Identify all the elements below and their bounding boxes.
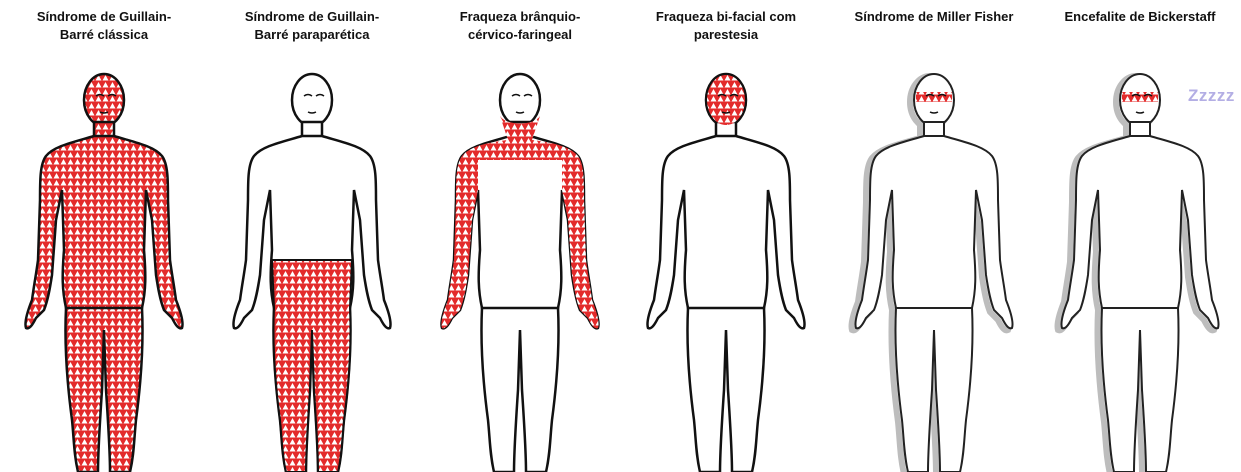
- panel-title: Síndrome de Guillain- Barré clássica: [4, 8, 204, 44]
- body-figure-neck-arms-affected: [420, 60, 620, 472]
- panel-bickerstaff: Encefalite de Bickerstaff Zzzzz: [1040, 0, 1240, 472]
- panel-paraparetic-gbs: Síndrome de Guillain- Barré paraparética: [212, 0, 412, 472]
- panel-bifacial-weakness: Fraqueza bi-facial com parestesia: [626, 0, 826, 472]
- body-figure-face-affected: [626, 60, 826, 472]
- panel-miller-fisher: Síndrome de Miller Fisher: [834, 0, 1034, 472]
- panel-title: Fraqueza brânquio- cérvico-faringeal: [420, 8, 620, 44]
- affected-region-eyes: [916, 92, 952, 102]
- body-figure-eyes-affected-ghost: [834, 60, 1034, 472]
- panel-title: Síndrome de Guillain- Barré paraparética: [212, 8, 412, 44]
- panel-title: Encefalite de Bickerstaff: [1040, 8, 1240, 26]
- body-figure-eyes-affected-ghost: [1040, 60, 1240, 472]
- affected-region-face: [707, 75, 745, 125]
- panel-pharyngeal-cervical-brachial: Fraqueza brânquio- cérvico-faringeal: [420, 0, 620, 472]
- body-figure-legs-affected: [212, 60, 412, 472]
- panel-classic-gbs: Síndrome de Guillain- Barré clássica: [4, 0, 204, 472]
- affected-region-eyes: [1122, 92, 1158, 102]
- affected-region-whole-body: [25, 74, 182, 472]
- body-figure-whole-affected: [4, 60, 204, 472]
- panel-title: Síndrome de Miller Fisher: [834, 8, 1034, 26]
- sleep-annotation: Zzzzz: [1188, 86, 1235, 106]
- panel-title: Fraqueza bi-facial com parestesia: [626, 8, 826, 44]
